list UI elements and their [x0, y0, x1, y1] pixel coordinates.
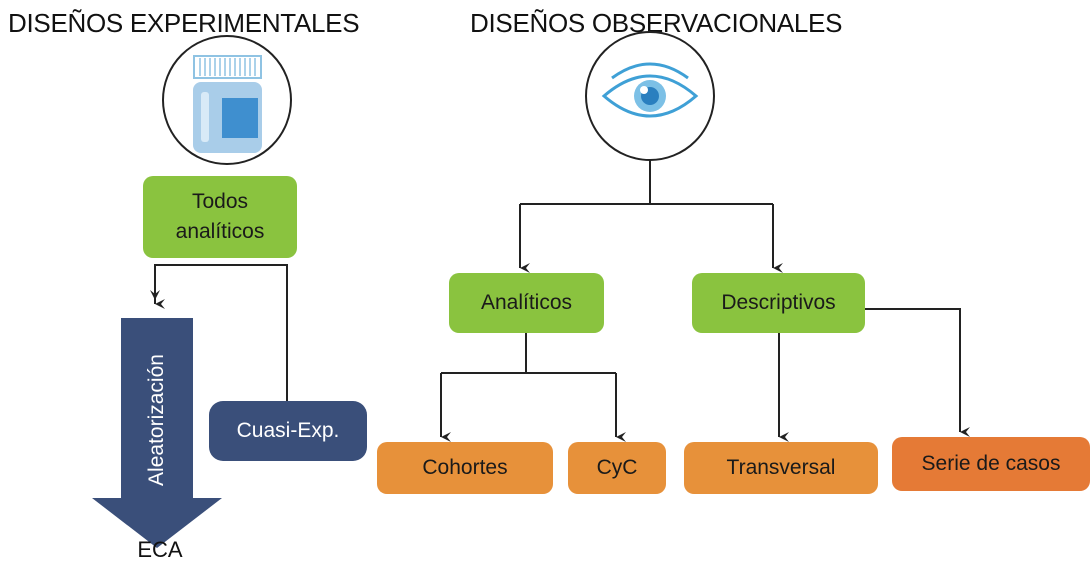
cohortes-box: Cohortes [377, 442, 553, 494]
medicine-bottle-icon [162, 35, 292, 165]
todos-analiticos-box: Todos analíticos [143, 176, 297, 258]
descriptivos-box: Descriptivos [692, 273, 865, 333]
aleatorizacion-label: Aleatorización [145, 354, 168, 486]
experimental-designs-heading: DISEÑOS EXPERIMENTALES [8, 8, 360, 38]
transversal-box: Transversal [684, 442, 878, 494]
eca-label: ECA [137, 537, 183, 562]
analiticos-box: Analíticos [449, 273, 604, 333]
todos-analiticos-line2: analíticos [175, 220, 265, 243]
aleatorizacion-arrow [92, 318, 222, 548]
cyc-box: CyC [568, 442, 666, 494]
serie-de-casos-box: Serie de casos [892, 437, 1090, 491]
cuasi-exp-box: Cuasi-Exp. [209, 401, 367, 461]
todos-analiticos-line1: Todos [191, 190, 249, 213]
observational-connectors [440, 160, 970, 442]
eye-icon [585, 31, 715, 161]
